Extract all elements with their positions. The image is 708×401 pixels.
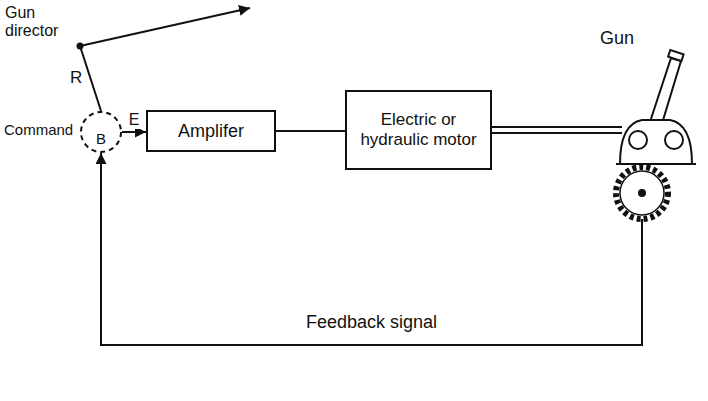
feedback-line xyxy=(101,153,642,345)
summing-junction: B xyxy=(80,111,122,153)
connector-path xyxy=(276,130,345,132)
edge-label: E xyxy=(128,111,141,129)
command-label: Command xyxy=(3,121,74,138)
signal-name: R xyxy=(69,68,83,88)
edge-label: Feedback signal xyxy=(305,312,438,333)
error-signal-arrow xyxy=(122,132,146,133)
connector-path xyxy=(122,131,146,133)
drive-shaft xyxy=(492,130,580,131)
gun-figure: Gun xyxy=(580,28,702,238)
shaft-gap xyxy=(492,128,580,132)
node-text: Electric or hydraulic motor xyxy=(359,110,478,149)
connector-path xyxy=(101,153,642,345)
director-pointer xyxy=(80,8,250,46)
node-text: Amplifer xyxy=(178,121,244,142)
director-label: Gun director xyxy=(4,4,78,41)
connector-path xyxy=(492,126,580,134)
motor-box: Electric or hydraulic motor xyxy=(345,90,492,170)
director-pivot xyxy=(77,43,84,50)
drive-line xyxy=(276,131,345,132)
node-text: B xyxy=(96,130,106,147)
amplifier-box: Amplifer xyxy=(146,110,276,152)
node-text: Gun xyxy=(598,28,636,49)
gun-drawing xyxy=(580,28,702,238)
